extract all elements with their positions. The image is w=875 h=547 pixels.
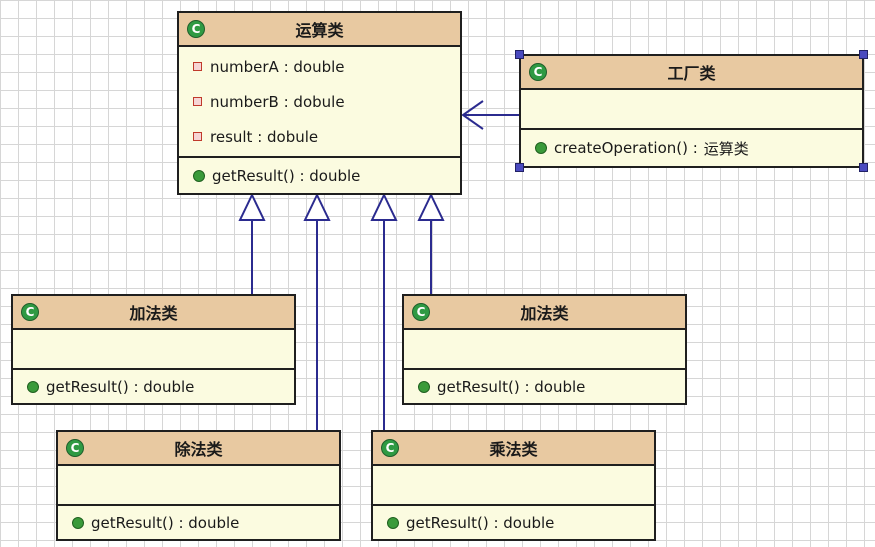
attributes-compartment bbox=[521, 90, 862, 128]
attributes-compartment bbox=[373, 466, 654, 504]
class-title: 除法类 bbox=[174, 440, 223, 459]
attribute-item: numberA : double bbox=[179, 49, 460, 84]
class-title: 加法类 bbox=[520, 304, 569, 323]
public-method-icon bbox=[27, 380, 39, 393]
class-header: C 乘法类 bbox=[373, 432, 654, 466]
operation-label: getResult() : double bbox=[46, 377, 195, 396]
attribute-label: numberA : double bbox=[210, 57, 345, 76]
association-arrowhead-factory bbox=[461, 100, 484, 130]
class-title: 工厂类 bbox=[667, 64, 716, 83]
operation-item: getResult() : double bbox=[179, 158, 460, 193]
attribute-item: result : dobule bbox=[179, 119, 460, 154]
operation-label: getResult() : double bbox=[437, 377, 586, 396]
operation-item: getResult() : double bbox=[58, 506, 339, 539]
class-header: C 除法类 bbox=[58, 432, 339, 466]
operation-item: getResult() : double bbox=[373, 506, 654, 539]
attributes-compartment bbox=[13, 330, 294, 368]
public-method-icon bbox=[72, 516, 84, 529]
class-icon: C bbox=[529, 63, 547, 81]
private-field-icon bbox=[193, 97, 202, 106]
class-box-factory[interactable]: C 工厂类 createOperation() : 运算类 bbox=[515, 50, 868, 172]
class-header: C 加法类 bbox=[13, 296, 294, 330]
class-box-operation[interactable]: C 运算类 numberA : double numberB : dobule … bbox=[177, 11, 462, 195]
operation-label: getResult() : double bbox=[91, 513, 240, 532]
operation-item: getResult() : double bbox=[404, 370, 685, 403]
generalization-arrowhead-add-right bbox=[417, 192, 445, 221]
operations-compartment: createOperation() : 运算类 bbox=[521, 128, 862, 166]
attributes-compartment bbox=[404, 330, 685, 368]
attributes-compartment: numberA : double numberB : dobule result… bbox=[179, 47, 460, 156]
attributes-compartment bbox=[58, 466, 339, 504]
operations-compartment: getResult() : double bbox=[404, 368, 685, 403]
selection-handle[interactable] bbox=[515, 50, 524, 59]
class-icon: C bbox=[187, 20, 205, 38]
operations-compartment: getResult() : double bbox=[179, 156, 460, 193]
operation-label: createOperation() : bbox=[554, 139, 698, 157]
class-box-add-left[interactable]: C 加法类 getResult() : double bbox=[11, 294, 296, 405]
class-icon: C bbox=[66, 439, 84, 457]
private-field-icon bbox=[193, 132, 202, 141]
operation-item: getResult() : double bbox=[13, 370, 294, 403]
selection-handle[interactable] bbox=[859, 163, 868, 172]
class-icon: C bbox=[412, 303, 430, 321]
generalization-arrowhead-divide bbox=[303, 192, 331, 221]
selection-handle[interactable] bbox=[859, 50, 868, 59]
operation-label: getResult() : double bbox=[212, 166, 361, 185]
public-method-icon bbox=[535, 142, 547, 154]
public-method-icon bbox=[387, 516, 399, 529]
operation-item: createOperation() : 运算类 bbox=[521, 130, 862, 166]
class-title: 运算类 bbox=[295, 21, 344, 40]
operations-compartment: getResult() : double bbox=[373, 504, 654, 539]
attribute-item: numberB : dobule bbox=[179, 84, 460, 119]
public-method-icon bbox=[193, 169, 205, 182]
selection-handle[interactable] bbox=[515, 163, 524, 172]
operation-return-type: 运算类 bbox=[703, 139, 749, 158]
class-header: C 运算类 bbox=[179, 13, 460, 47]
class-title: 乘法类 bbox=[489, 440, 538, 459]
operations-compartment: getResult() : double bbox=[13, 368, 294, 403]
class-header: C 加法类 bbox=[404, 296, 685, 330]
attribute-label: numberB : dobule bbox=[210, 92, 345, 111]
generalization-arrowhead-multiply bbox=[370, 192, 398, 221]
generalization-arrowhead-add-left bbox=[238, 192, 266, 221]
private-field-icon bbox=[193, 62, 202, 71]
attribute-label: result : dobule bbox=[210, 127, 319, 146]
class-icon: C bbox=[381, 439, 399, 457]
class-title: 加法类 bbox=[129, 304, 178, 323]
class-header: C 工厂类 bbox=[521, 56, 862, 90]
operations-compartment: getResult() : double bbox=[58, 504, 339, 539]
class-box-add-right[interactable]: C 加法类 getResult() : double bbox=[402, 294, 687, 405]
operation-label: getResult() : double bbox=[406, 513, 555, 532]
public-method-icon bbox=[418, 380, 430, 393]
class-box-multiply[interactable]: C 乘法类 getResult() : double bbox=[371, 430, 656, 541]
class-box-divide[interactable]: C 除法类 getResult() : double bbox=[56, 430, 341, 541]
class-icon: C bbox=[21, 303, 39, 321]
